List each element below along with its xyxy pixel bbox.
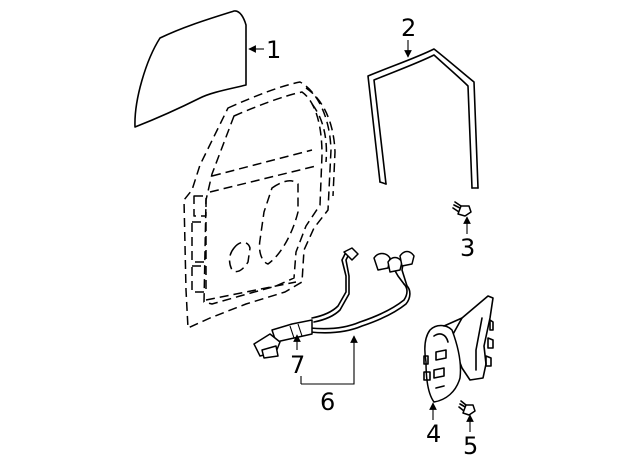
bolt-3 (452, 201, 472, 217)
callout-3: 3 (460, 234, 475, 262)
callout-1: 1 (266, 36, 281, 64)
callout-6: 6 (320, 388, 335, 416)
callout-leaders (248, 40, 474, 432)
callout-2: 2 (401, 14, 416, 42)
window-regulator (423, 295, 494, 403)
bolt-5 (458, 400, 476, 416)
wiring-harness (253, 247, 415, 359)
callout-7: 7 (290, 351, 305, 379)
callout-labels: 1 2 3 4 5 6 7 (266, 14, 478, 460)
glass-run-channel (367, 48, 479, 189)
door-glass (134, 10, 247, 128)
callout-4: 4 (426, 420, 441, 448)
callout-5: 5 (463, 432, 478, 460)
door-inner-panel (183, 81, 336, 329)
